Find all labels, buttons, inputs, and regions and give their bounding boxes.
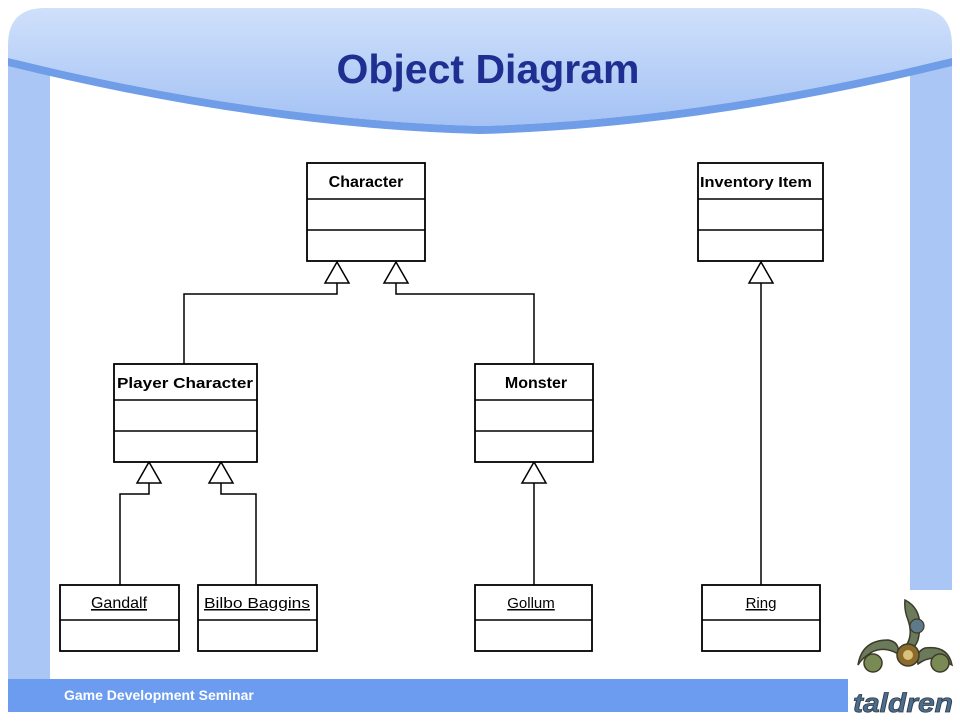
connector-lines bbox=[119, 283, 762, 585]
left-frame-bar bbox=[8, 60, 50, 700]
arrowhead-gollum-to-monster bbox=[520, 460, 548, 484]
class-name-monster: Monster bbox=[505, 375, 567, 392]
footer-label: Game Development Seminar bbox=[64, 687, 254, 703]
class-name-player-character: Player Character bbox=[117, 375, 253, 392]
class-box-inventory-item: Inventory Item bbox=[697, 162, 824, 262]
arrowhead-ring-to-inventory-item bbox=[747, 260, 775, 284]
object-box-ring: Ring bbox=[701, 584, 821, 652]
object-box-gollum: Gollum bbox=[474, 584, 593, 652]
object-box-bilbo-baggins: Bilbo Baggins bbox=[197, 584, 318, 652]
logo-wordmark: taldren bbox=[853, 688, 953, 718]
class-box-monster: Monster bbox=[474, 363, 594, 463]
object-name-gollum: Gollum bbox=[507, 595, 555, 612]
class-name-character: Character bbox=[329, 174, 404, 191]
object-box-gandalf: Gandalf bbox=[59, 584, 180, 652]
class-name-inventory-item: Inventory Item bbox=[700, 174, 812, 191]
object-name-ring: Ring bbox=[746, 595, 777, 612]
class-box-character: Character bbox=[306, 162, 426, 262]
object-name-gandalf: Gandalf bbox=[91, 595, 148, 612]
object-name-bilbo-baggins: Bilbo Baggins bbox=[204, 595, 310, 612]
right-frame-bar bbox=[910, 60, 952, 590]
arrowhead-gandalf-to-player-character bbox=[135, 460, 163, 484]
class-box-player-character: Player Character bbox=[113, 363, 258, 463]
arrowhead-player-character-to-character bbox=[323, 260, 351, 284]
generalization-arrowheads bbox=[135, 260, 775, 484]
taldren-logo: taldren bbox=[848, 595, 960, 720]
slide-title: Object Diagram bbox=[336, 46, 640, 92]
arrowhead-monster-to-character bbox=[382, 260, 410, 284]
logo-emblem-icon bbox=[857, 598, 954, 673]
footer-bar bbox=[8, 679, 848, 712]
header-band bbox=[8, 8, 952, 126]
arrowhead-bilbo-to-player-character bbox=[207, 460, 235, 484]
